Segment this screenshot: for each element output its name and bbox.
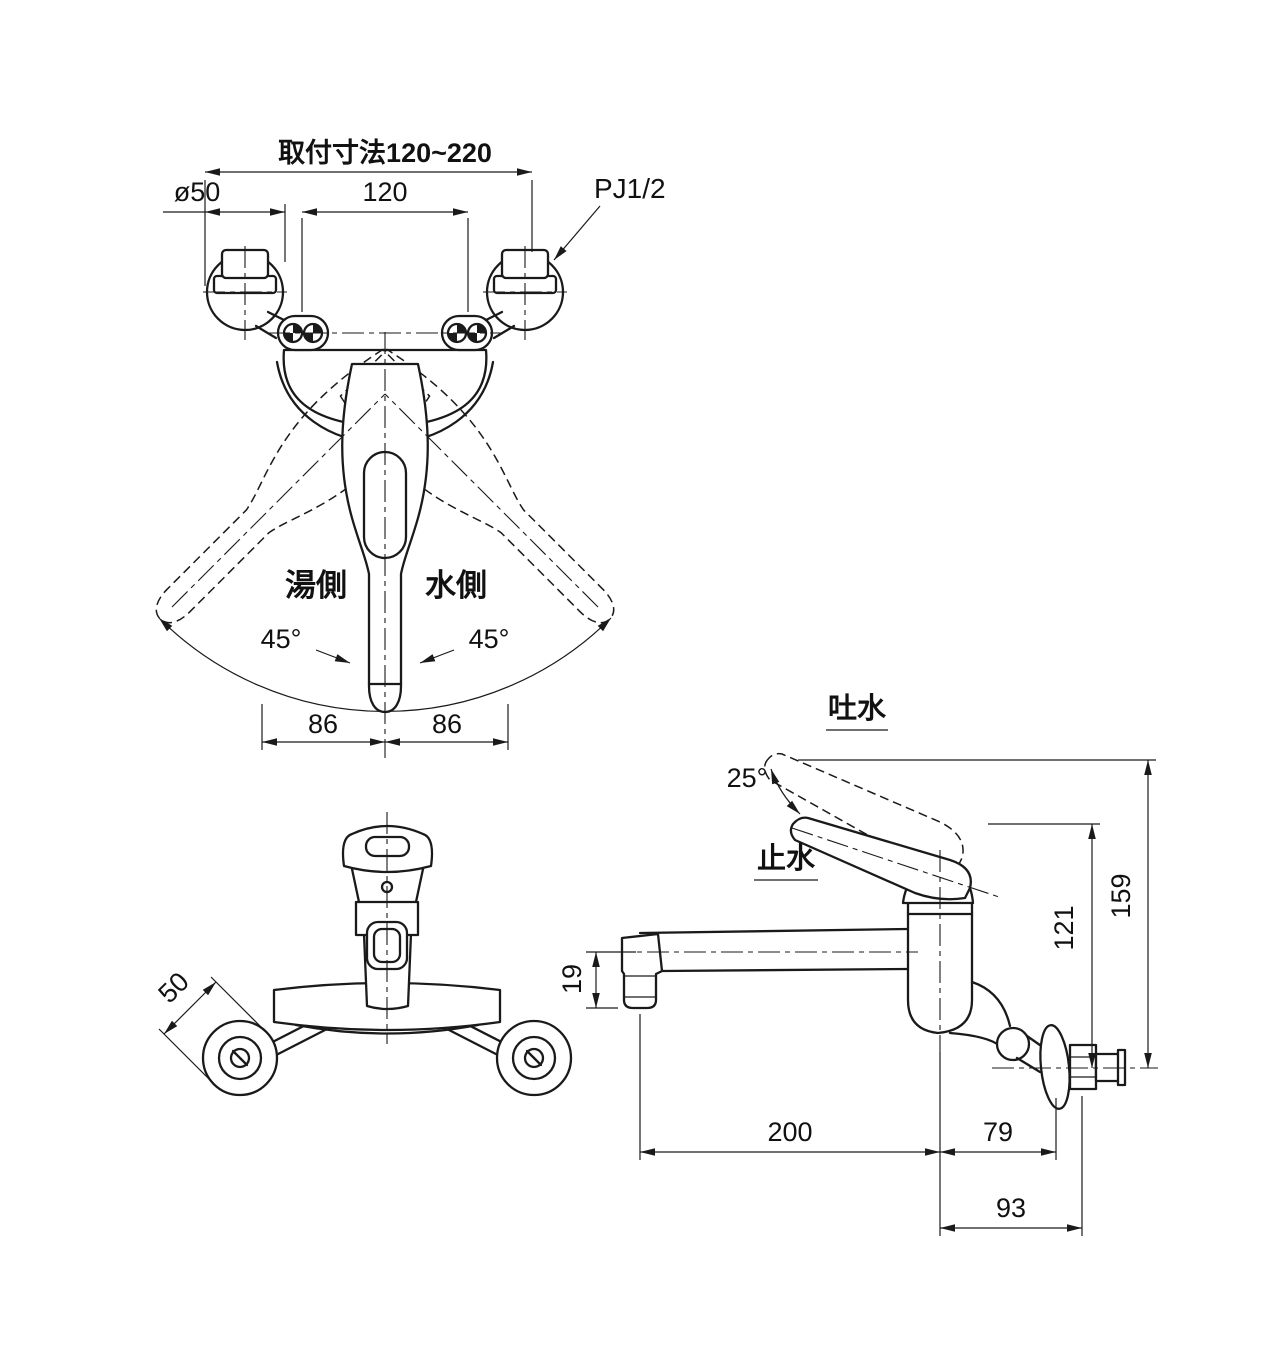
top-view-centerlines [171,246,599,758]
spout-top-line [638,927,910,935]
ball-quadrant [468,333,477,342]
ball-quadrant [477,324,486,333]
union-ball [995,1026,1031,1062]
dim-height-body: 121 [1049,905,1079,950]
dim-flange-diameter: ø50 [174,177,221,207]
cold-side-label: 水側 [425,568,487,603]
front-right-flange [495,1019,573,1097]
swing-angle-right: 45° [469,624,510,654]
dim-spout-reach: 200 [767,1117,812,1147]
dim-flange-dia-front: 50 [152,966,194,1008]
left-arm-line [254,324,278,340]
discharge-label: 吐水 [828,692,887,725]
lever-angle-label: 25° [727,763,768,793]
escutcheon-lower-arc [294,1023,480,1035]
wall-flange-disc [1039,1024,1071,1110]
right-arm-line [492,324,516,340]
ball-quadrant [457,324,466,333]
ball-quadrant [304,333,313,342]
dim-mounting-range: 取付寸法120~220 [278,138,492,168]
dim-wall-depth: 93 [996,1193,1026,1223]
ball-quadrant [293,324,302,333]
lever-angle-arc [770,768,801,815]
elbow-line [970,980,1012,1028]
front-left-flange [201,1019,279,1097]
side-view-dimensions [586,759,1156,1236]
side-wall-fitting [948,980,1127,1110]
lever-solid [789,816,972,901]
spout-bottom-line [660,967,910,973]
side-view: 吐水 25° 止水 159 121 19 200 79 93 [557,692,1158,1236]
swing-arc [158,617,612,713]
front-view: 50 [152,812,573,1097]
dim-height-total: 159 [1106,873,1136,918]
dim-reach-right: 86 [432,709,462,739]
pj-leader-line [553,205,601,261]
dim-spout-drop: 19 [557,964,587,994]
front-view-dimensions [158,976,267,1085]
right-wall-fitting [440,248,565,352]
top-view-dimensions [158,168,612,750]
top-view: 取付寸法120~220 ø50 120 PJ1/2 湯側 水側 45° 45° … [129,138,666,758]
union-arm-line [1015,1056,1042,1074]
neck-line [414,867,425,904]
dim-reach-left: 86 [308,709,338,739]
dim-center-pitch: 120 [362,177,407,207]
neck-line [350,867,361,904]
dim-body-depth: 79 [983,1117,1013,1147]
handle-cutout [362,450,408,560]
elbow-line [948,1031,1002,1048]
thread-size-label: PJ1/2 [594,173,666,204]
left-arm-line [266,310,286,322]
swing-angle-left: 45° [261,624,302,654]
left-wall-fitting [205,248,330,352]
ball-quadrant [284,333,293,342]
ball-quadrant [313,324,322,333]
stop-label: 止水 [757,842,816,875]
right-arm-line [484,310,504,322]
hot-side-label: 湯側 [285,568,347,603]
ball-quadrant [448,333,457,342]
